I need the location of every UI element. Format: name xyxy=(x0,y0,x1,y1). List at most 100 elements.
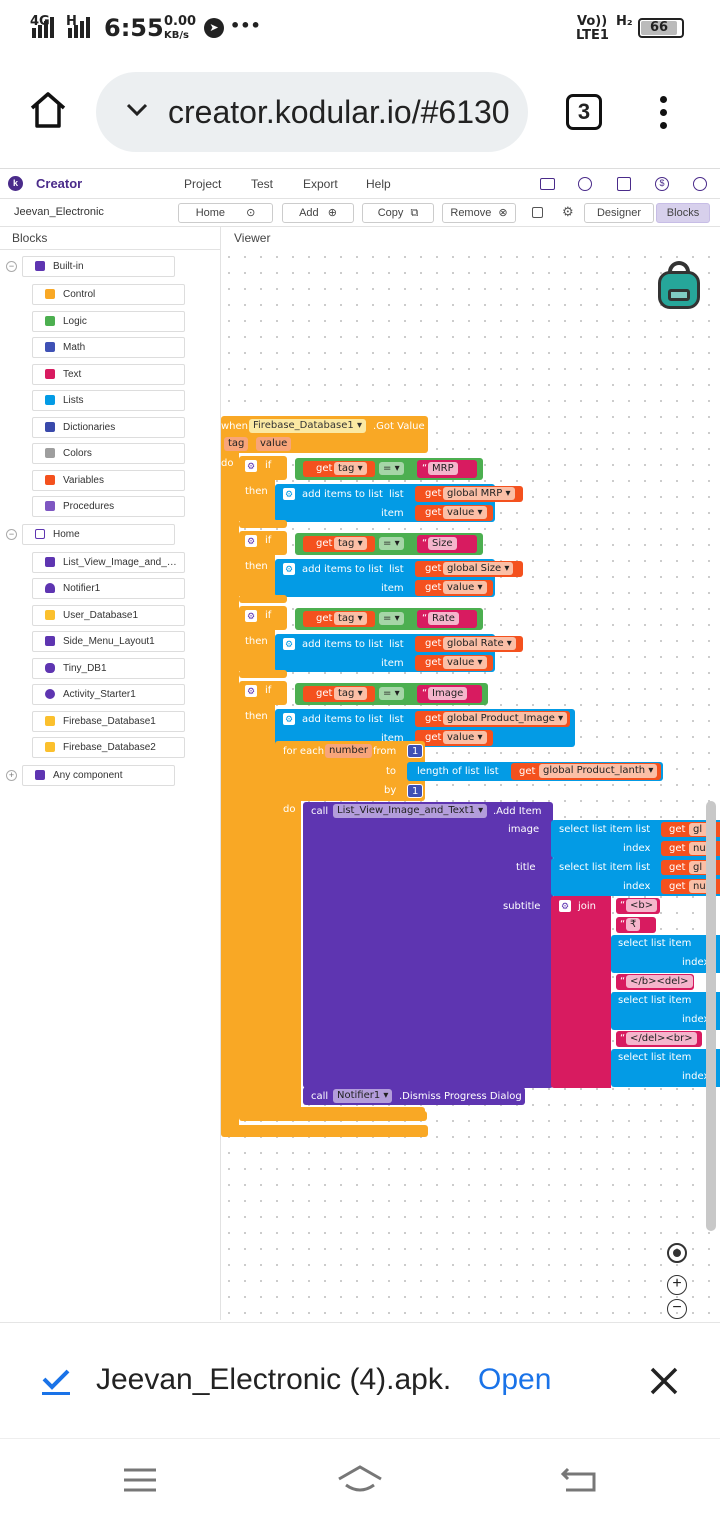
equals-dropdown-0[interactable]: = ▾ xyxy=(379,462,404,475)
join-string-2-value[interactable]: ₹ xyxy=(626,918,641,931)
gear-icon[interactable]: ⚙ xyxy=(245,610,257,622)
compare-string-value-0[interactable]: MRP xyxy=(428,462,458,475)
tree-lists[interactable]: Lists xyxy=(32,390,185,411)
url-text[interactable]: creator.kodular.io/#6130 xyxy=(168,94,510,130)
tree-firebase-2[interactable]: Firebase_Database2 xyxy=(32,737,185,758)
close-icon[interactable] xyxy=(648,1365,680,1397)
tag-var-dropdown-2[interactable]: tag ▾ xyxy=(334,612,367,625)
compare-string-value-2[interactable]: Rate xyxy=(428,612,459,625)
compare-string-value-3[interactable]: Image xyxy=(428,687,468,700)
palette-icon[interactable] xyxy=(578,177,592,191)
tree-logic[interactable]: Logic xyxy=(32,311,185,332)
expand-any-component-icon[interactable]: + xyxy=(6,770,17,781)
tree-user-database[interactable]: User_Database1 xyxy=(32,605,185,626)
menu-help[interactable]: Help xyxy=(366,177,391,191)
select-list-item-join-1[interactable] xyxy=(611,935,720,973)
equals-dropdown-1[interactable]: = ▾ xyxy=(379,537,404,550)
menu-test[interactable]: Test xyxy=(251,177,274,191)
tree-notifier[interactable]: Notifier1 xyxy=(32,578,185,599)
open-download-button[interactable]: Open xyxy=(478,1363,552,1396)
list-var-dropdown-2[interactable]: global Rate ▾ xyxy=(443,637,516,650)
tree-builtin[interactable]: Built-in xyxy=(22,256,175,277)
list-var-dropdown-1[interactable]: global Size ▾ xyxy=(443,562,514,575)
tree-tinydb[interactable]: Tiny_DB1 xyxy=(32,658,185,679)
event-param-tag[interactable]: tag xyxy=(224,437,249,451)
tree-firebase-1[interactable]: Firebase_Database1 xyxy=(32,711,185,732)
menu-export[interactable]: Export xyxy=(303,177,338,191)
blocks-button[interactable]: Blocks xyxy=(656,203,710,223)
tree-dictionaries[interactable]: Dictionaries xyxy=(32,417,185,438)
backpack-icon[interactable] xyxy=(656,261,702,311)
remove-screen-button[interactable]: Remove ⊗ xyxy=(442,203,516,223)
gear-icon[interactable]: ⚙ xyxy=(245,460,257,472)
tree-control[interactable]: Control xyxy=(32,284,185,305)
account-icon[interactable] xyxy=(693,177,707,191)
compare-string-value-1[interactable]: Size xyxy=(428,537,457,550)
tag-var-dropdown-3[interactable]: tag ▾ xyxy=(334,687,367,700)
tree-colors[interactable]: Colors xyxy=(32,443,185,464)
notifier-component-dropdown[interactable]: Notifier1 ▾ xyxy=(333,1089,393,1103)
dollar-icon[interactable]: $ xyxy=(655,177,669,191)
join-block[interactable] xyxy=(551,896,611,1088)
chevron-down-icon[interactable] xyxy=(126,102,148,118)
tree-list-view[interactable]: List_View_Image_and_… xyxy=(32,552,185,573)
select-list-item-join-2[interactable] xyxy=(611,992,720,1030)
call-add-item-block[interactable] xyxy=(303,802,553,1088)
gallery-icon[interactable] xyxy=(540,178,555,190)
gear-icon[interactable]: ⚙ xyxy=(245,535,257,547)
nav-home-icon[interactable] xyxy=(336,1463,384,1493)
value-var-dropdown-3[interactable]: value ▾ xyxy=(443,731,487,744)
loop-by-value[interactable]: 1 xyxy=(407,784,424,798)
join-string-3-value[interactable]: </b><del> xyxy=(626,975,693,988)
collapse-builtin-icon[interactable]: − xyxy=(6,261,17,272)
gear-icon[interactable]: ⚙ xyxy=(283,563,295,575)
tree-any-component[interactable]: Any component xyxy=(22,765,175,786)
tab-switcher-button[interactable]: 3 xyxy=(566,94,602,130)
select-list-item-join-3[interactable] xyxy=(611,1049,720,1087)
list-view-component-dropdown[interactable]: List_View_Image_and_Text1 ▾ xyxy=(333,804,488,818)
gear-icon[interactable]: ⚙ xyxy=(559,900,571,912)
title-index-var[interactable]: nu xyxy=(689,880,710,893)
title-list-var[interactable]: gl xyxy=(689,861,707,874)
designer-button[interactable]: Designer xyxy=(584,203,654,223)
tree-text[interactable]: Text xyxy=(32,364,185,385)
menu-project[interactable]: Project xyxy=(184,177,222,191)
event-param-value[interactable]: value xyxy=(256,437,292,451)
gear-icon[interactable]: ⚙ xyxy=(562,204,574,219)
url-bar[interactable]: creator.kodular.io/#6130 xyxy=(96,72,528,152)
gear-icon[interactable]: ⚙ xyxy=(283,488,295,500)
tag-var-dropdown-1[interactable]: tag ▾ xyxy=(334,537,367,550)
menu-icon[interactable] xyxy=(122,1467,158,1493)
equals-dropdown-3[interactable]: = ▾ xyxy=(379,687,404,700)
screens-icon[interactable] xyxy=(532,207,543,218)
loop-from-value[interactable]: 1 xyxy=(407,744,424,758)
home-screen-button[interactable]: Home ⊙ xyxy=(178,203,273,223)
event-component-dropdown[interactable]: Firebase_Database1 ▾ xyxy=(249,419,366,433)
loop-variable-number[interactable]: number xyxy=(325,744,373,758)
tag-var-dropdown-0[interactable]: tag ▾ xyxy=(334,462,367,475)
gear-icon[interactable]: ⚙ xyxy=(283,638,295,650)
image-index-var[interactable]: nu xyxy=(689,842,710,855)
overflow-menu-icon[interactable] xyxy=(658,96,668,130)
equals-dropdown-2[interactable]: = ▾ xyxy=(379,612,404,625)
copy-screen-button[interactable]: Copy ⧉ xyxy=(362,203,434,223)
product-lanth-dropdown[interactable]: global Product_lanth ▾ xyxy=(539,764,658,778)
list-var-dropdown-0[interactable]: global MRP ▾ xyxy=(443,487,515,500)
tree-side-menu[interactable]: Side_Menu_Layout1 xyxy=(32,631,185,652)
tree-procedures[interactable]: Procedures xyxy=(32,496,185,517)
vertical-scrollbar[interactable] xyxy=(706,801,716,1231)
value-var-dropdown-0[interactable]: value ▾ xyxy=(443,506,487,519)
tree-activity-starter[interactable]: Activity_Starter1 xyxy=(32,684,185,705)
back-icon[interactable] xyxy=(560,1465,598,1493)
value-var-dropdown-2[interactable]: value ▾ xyxy=(443,656,487,669)
join-string-4-value[interactable]: </del><br> xyxy=(626,1032,697,1045)
gear-icon[interactable]: ⚙ xyxy=(245,685,257,697)
zoom-in-icon[interactable]: + xyxy=(667,1275,687,1295)
zoom-out-icon[interactable]: − xyxy=(667,1299,687,1319)
add-screen-button[interactable]: Add ⊕ xyxy=(282,203,354,223)
gear-icon[interactable]: ⚙ xyxy=(283,713,295,725)
image-list-var[interactable]: gl xyxy=(689,823,707,836)
tree-math[interactable]: Math xyxy=(32,337,185,358)
tree-home[interactable]: Home xyxy=(22,524,175,545)
tree-variables[interactable]: Variables xyxy=(32,470,185,491)
